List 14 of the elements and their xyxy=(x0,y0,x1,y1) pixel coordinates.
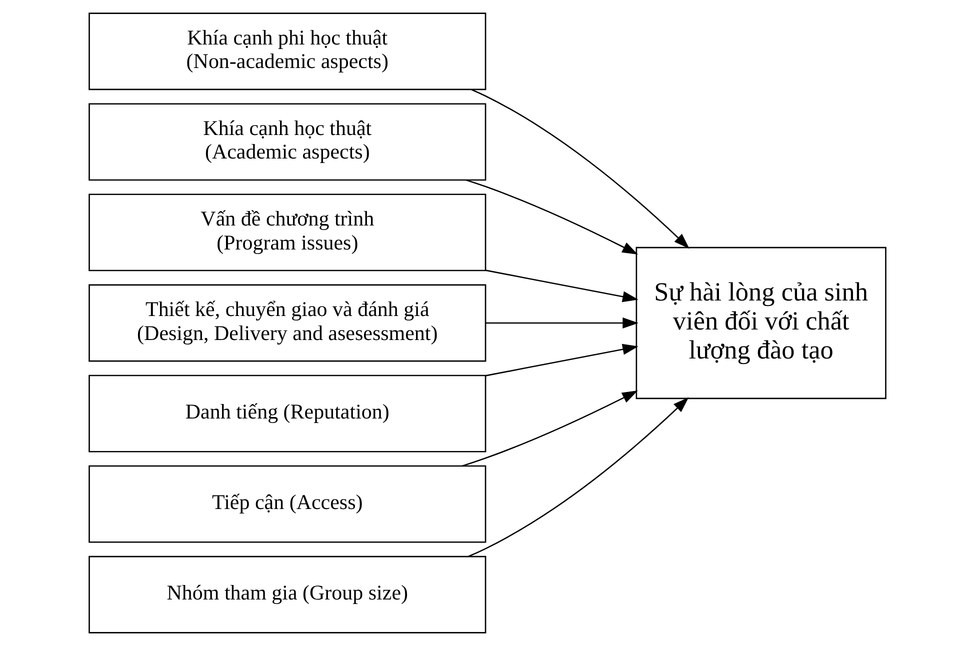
node-box: Nhóm tham gia (Group size) xyxy=(88,556,486,634)
node-box: Sự hài lòng của sinh viên đối với chất lượng đào tạo xyxy=(635,246,886,400)
node-box: Vấn đề chương trình (Program issues) xyxy=(88,194,486,272)
arrow xyxy=(485,270,638,302)
arrow xyxy=(466,179,638,255)
node-box: Khía cạnh học thuật (Academic aspects) xyxy=(88,103,486,181)
arrow xyxy=(468,397,688,557)
node-box: Thiết kế, chuyển giao và đánh giá (Design, Delivery and asesessment) xyxy=(88,284,486,362)
node-box: Danh tiếng (Reputation) xyxy=(88,374,486,452)
arrow xyxy=(485,317,638,329)
node-box: Tiếp cận (Access) xyxy=(88,465,486,543)
arrow xyxy=(470,88,689,249)
node-box: Khía cạnh phi học thuật (Non-academic aspects) xyxy=(88,12,486,90)
arrow xyxy=(485,344,638,376)
